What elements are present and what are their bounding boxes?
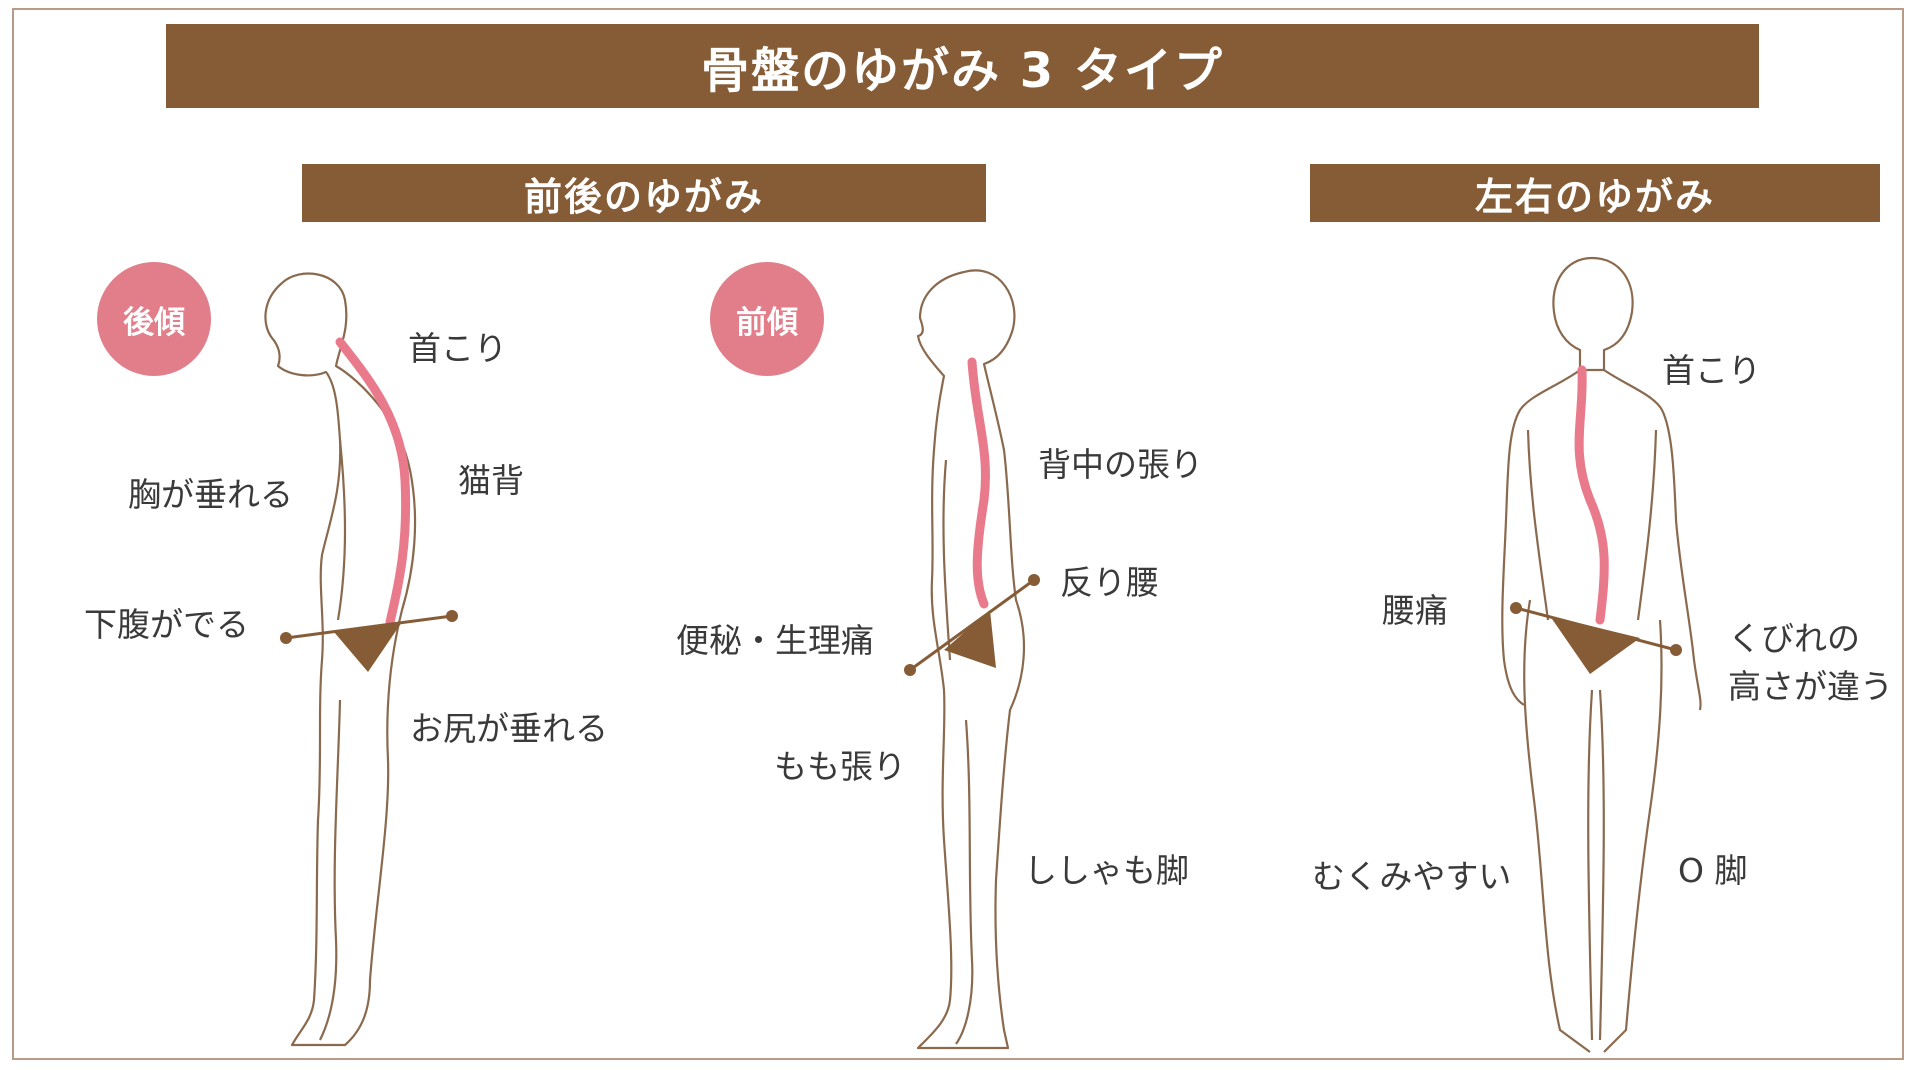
lateral-head-outline: [1552, 256, 1634, 372]
lateral-label-bowleg: O 脚: [1678, 851, 1748, 890]
lateral-legs-outline: [1523, 599, 1663, 1053]
posterior-leg-line: [319, 699, 342, 1041]
lateral-axis-dot-left: [1510, 602, 1522, 614]
lateral-spine: [1574, 365, 1609, 625]
figure-anterior-tilt: [904, 269, 1040, 1050]
posterior-label-hunchback: 猫背: [458, 461, 524, 500]
anterior-body-outline: [916, 269, 1026, 1050]
posterior-body-outline: [264, 272, 417, 1047]
anterior-label-constipation: 便秘・生理痛: [676, 621, 874, 660]
anterior-label-sway: 反り腰: [1060, 563, 1159, 602]
figure-lateral-tilt: [1501, 256, 1702, 1053]
lateral-label-swelling: むくみやすい: [1312, 857, 1512, 896]
anterior-axis-dot-right: [1028, 574, 1040, 586]
posterior-arm-line: [336, 439, 347, 621]
lateral-torso-outline: [1501, 369, 1702, 711]
posterior-label-hip: お尻が垂れる: [410, 709, 608, 748]
posterior-pelvis-triangle: [334, 622, 402, 672]
anterior-pelvis-axis: [909, 578, 1035, 672]
lateral-arms-outline: [1526, 429, 1658, 621]
section-title-left-right: 左右のゆがみ: [1310, 164, 1880, 222]
anterior-label-thigh: もも張り: [774, 747, 906, 786]
infographic-frame: [12, 8, 1904, 1060]
anterior-axis-dot-left: [904, 664, 916, 676]
anterior-arm-line: [942, 459, 952, 661]
page-title: 骨盤のゆがみ 3 タイプ: [166, 24, 1759, 108]
anterior-label-back: 背中の張り: [1038, 445, 1203, 484]
anterior-pelvis-triangle: [944, 610, 996, 668]
lateral-pelvis-triangle: [1550, 616, 1640, 674]
posterior-label-neck: 首こり: [408, 329, 507, 368]
lateral-label-waist-2: 高さが違う: [1728, 667, 1893, 706]
anterior-tilt-badge: 前傾: [710, 262, 824, 376]
figure-posterior-tilt: [264, 272, 458, 1047]
anterior-label-calf: ししゃも脚: [1024, 851, 1189, 890]
lateral-label-backache: 腰痛: [1382, 591, 1448, 630]
lateral-axis-dot-right: [1670, 644, 1682, 656]
lateral-label-waist-1: くびれの: [1728, 619, 1860, 658]
section-title-front-back: 前後のゆがみ: [302, 164, 986, 222]
posterior-axis-dot-left: [280, 632, 292, 644]
lateral-label-neck: 首こり: [1662, 351, 1761, 390]
anterior-leg-line: [955, 719, 974, 1045]
posterior-label-belly: 下腹がでる: [84, 605, 249, 644]
posterior-label-chest: 胸が垂れる: [128, 475, 293, 514]
anterior-spine: [967, 357, 990, 609]
posterior-tilt-badge: 後傾: [97, 262, 211, 376]
posterior-axis-dot-right: [446, 610, 458, 622]
posterior-spine: [335, 337, 411, 627]
